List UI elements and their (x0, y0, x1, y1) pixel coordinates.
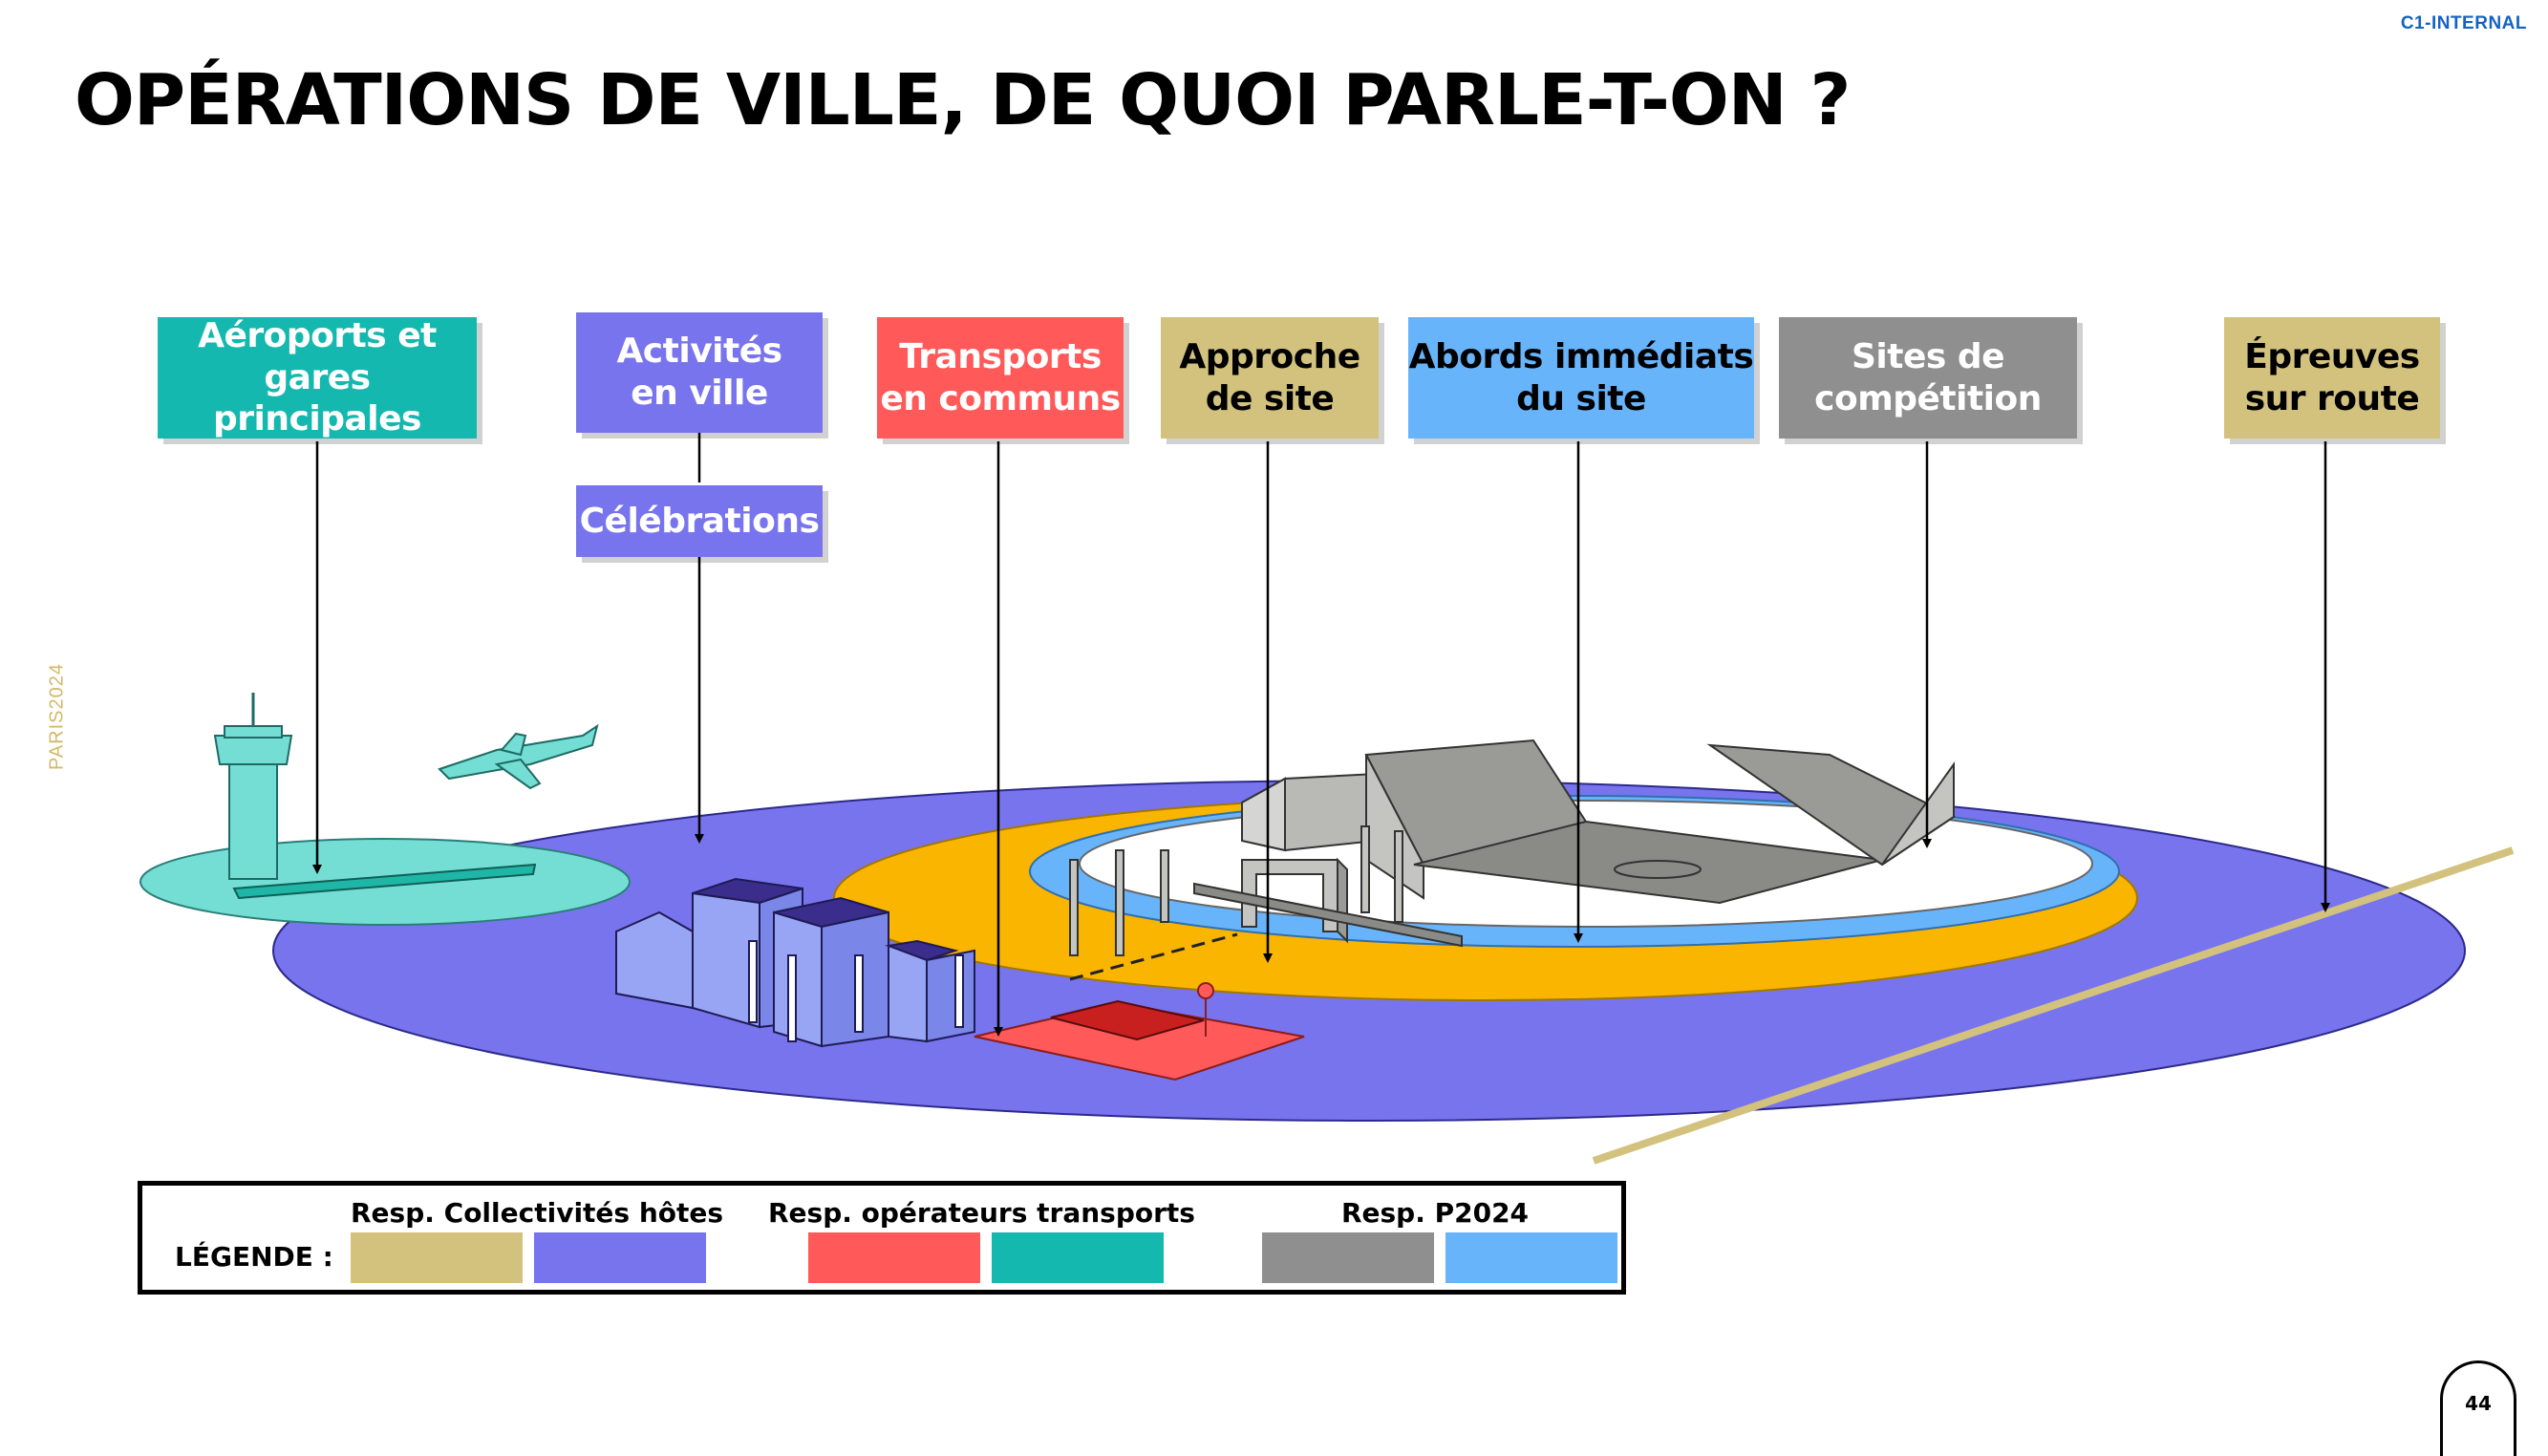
label-site-approach: Approche de site (1161, 317, 1379, 439)
label-site-approach-line2: de site (1205, 378, 1335, 418)
label-immediate-surroundings-line1: Abords immédiats (1408, 336, 1754, 376)
label-road-events: Épreuves sur route (2224, 317, 2440, 439)
label-city-activities-line1: Activités (616, 332, 782, 372)
legend-swatch-collectivites-purple (534, 1232, 706, 1283)
label-site-approach-line1: Approche (1179, 336, 1360, 376)
legend-group-collectivites-title: Resp. Collectivités hôtes (351, 1197, 724, 1229)
legend-group-p2024-title: Resp. P2024 (1340, 1197, 1530, 1229)
label-competition-sites-line2: compétition (1814, 378, 2042, 418)
legend-box: LÉGENDE : Resp. Collectivités hôtes Resp… (138, 1181, 1626, 1295)
label-public-transport-line1: Transports (899, 336, 1102, 376)
label-celebrations-line1: Célébrations (579, 501, 820, 541)
page-number: 44 (2465, 1392, 2492, 1415)
venue-flags (1069, 825, 1403, 956)
page-title: OPÉRATIONS DE VILLE, DE QUOI PARLE-T-ON … (75, 59, 1851, 141)
label-public-transport-line2: en communs (880, 378, 1121, 418)
legend-swatch-collectivites-gold (351, 1232, 523, 1283)
label-airports: Aéroports et gares principales (158, 315, 477, 439)
city-buildings (615, 877, 975, 1048)
page-number-badge: 44 (2440, 1360, 2516, 1456)
label-city-activities-line2: en ville (631, 374, 768, 413)
airport-runway (232, 863, 537, 900)
control-tower-icon (213, 693, 293, 880)
classification-label: C1-INTERNAL (2400, 13, 2527, 33)
approach-dash (1069, 932, 1238, 981)
competition-venue (1193, 739, 1956, 948)
label-airports-line1: Aéroports et (198, 315, 437, 355)
road-line (1592, 846, 2515, 1165)
legend-swatch-p2024-blue (1445, 1232, 1617, 1283)
label-road-events-line2: sur route (2244, 378, 2420, 418)
label-road-events-line1: Épreuves (2244, 336, 2420, 376)
label-celebrations: Célébrations (576, 485, 823, 557)
legend-group-operateurs-title: Resp. opérateurs transports (768, 1197, 1195, 1229)
label-competition-sites-line1: Sites de (1851, 336, 2005, 376)
label-public-transport: Transports en communs (877, 317, 1124, 439)
transit-station (974, 982, 1305, 1081)
legend-title: LÉGENDE : (175, 1241, 333, 1273)
label-immediate-surroundings-line2: du site (1516, 378, 1646, 418)
connector-lines (312, 433, 2330, 1037)
airplane-icon (438, 723, 599, 790)
label-airports-line2: gares principales (213, 357, 421, 439)
legend-swatch-operateurs-teal (992, 1232, 1164, 1283)
legend-swatch-operateurs-red (808, 1232, 980, 1283)
label-immediate-surroundings: Abords immédiats du site (1408, 317, 1754, 439)
label-competition-sites: Sites de compétition (1779, 317, 2077, 439)
legend-swatch-p2024-grey (1262, 1232, 1434, 1283)
label-city-activities: Activités en ville (576, 312, 823, 433)
